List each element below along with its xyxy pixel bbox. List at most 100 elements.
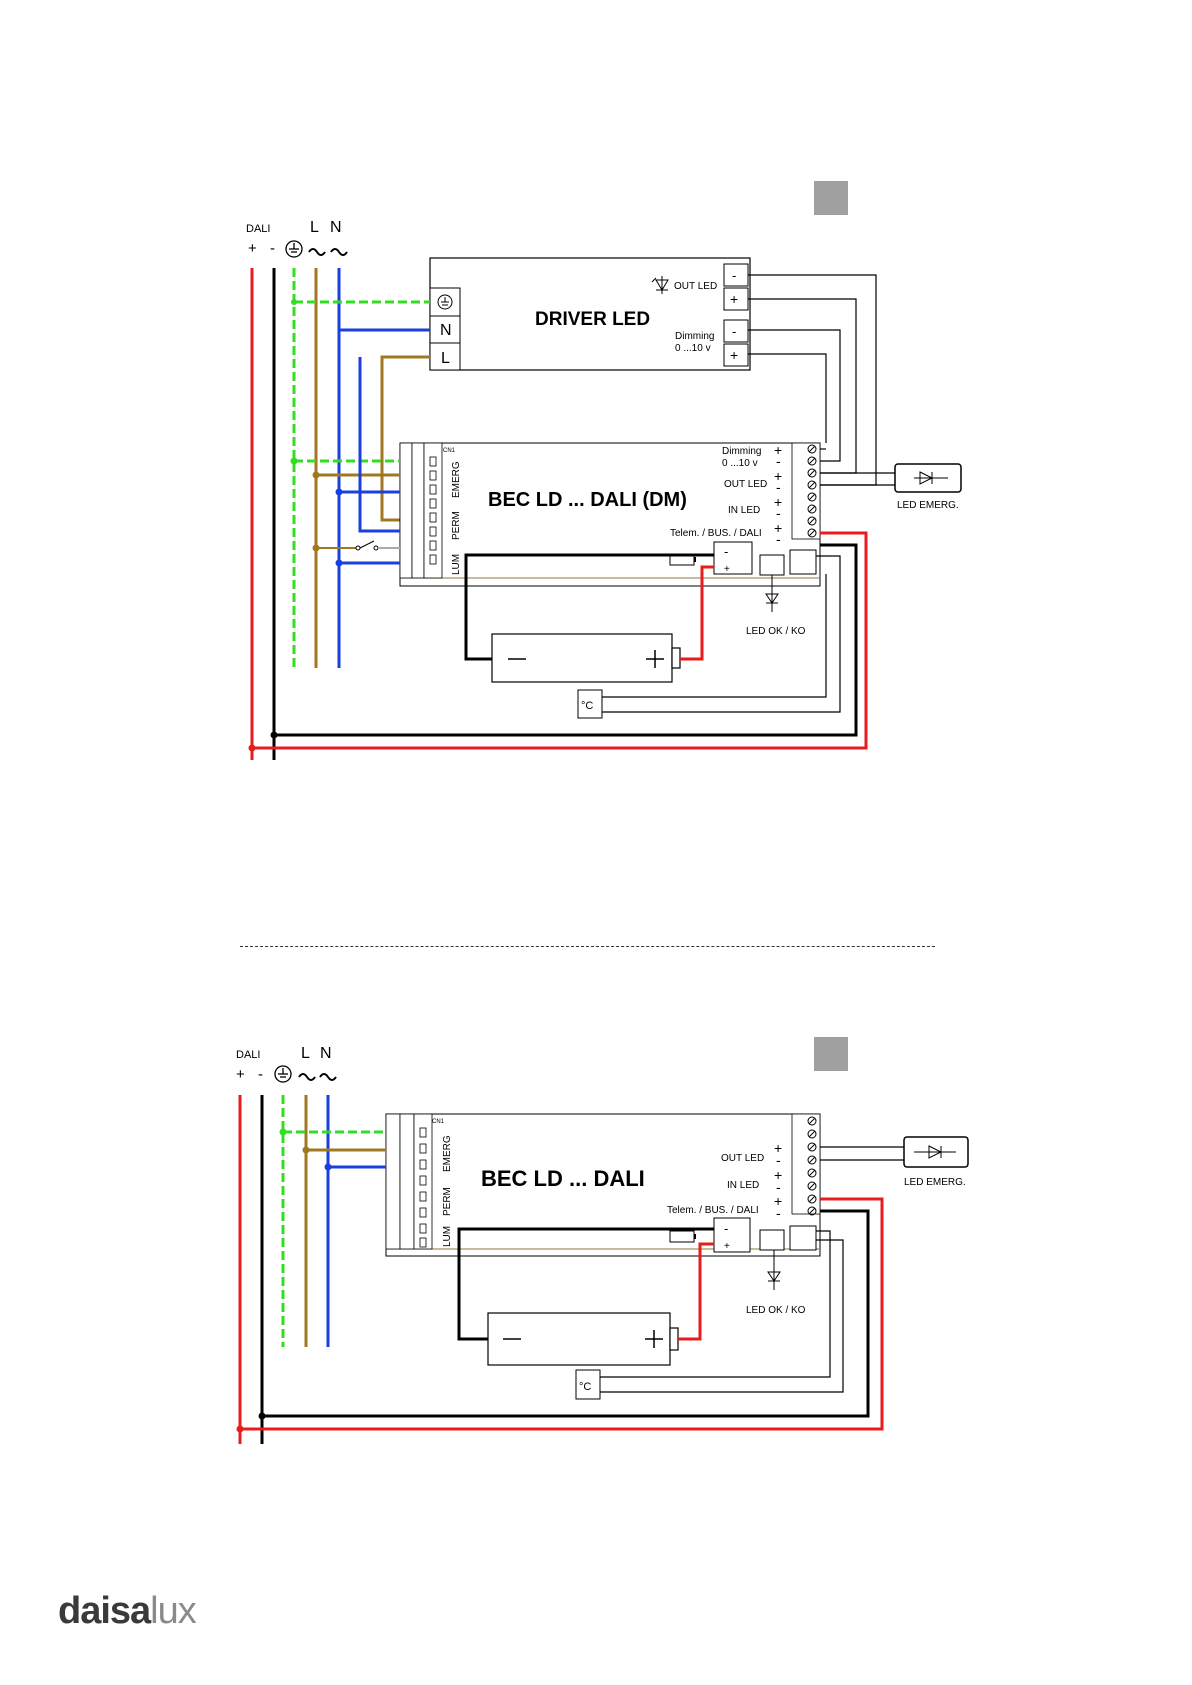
diagram-driver-led: DALI + - L N DRIVER LED N L [246, 181, 962, 760]
svg-text:+: + [774, 468, 782, 484]
svg-text:+: + [774, 1167, 782, 1183]
svg-text:-: - [776, 1152, 781, 1168]
perm-label-2: PERM [442, 1187, 453, 1216]
driver-n-terminal [429, 315, 461, 344]
lum-label-2: LUM [442, 1226, 453, 1247]
temp-sensor-2 [575, 1369, 601, 1400]
dali-minus-label-2: - [258, 1066, 263, 1083]
svg-text:-: - [776, 505, 781, 521]
svg-text:+: + [774, 494, 782, 510]
switch-icon [355, 540, 379, 551]
grey-marker-2 [814, 1037, 848, 1071]
ac-symbol-n-icon [330, 248, 348, 256]
driver-out-minus-label: - [732, 268, 736, 283]
battery-connector [713, 541, 753, 575]
cn1-label: CN1 [443, 448, 456, 454]
bec-telem-label: Telem. / BUS. / DALI [670, 528, 762, 539]
l-label-2: L [301, 1045, 310, 1062]
driver-out-led-label: OUT LED [674, 281, 717, 292]
driver-l-terminal [429, 342, 461, 371]
dali-label-2: DALI [236, 1049, 260, 1061]
svg-text:+: + [774, 1140, 782, 1156]
logo-part2: lux [150, 1590, 197, 1632]
svg-text:-: - [776, 479, 781, 495]
driver-l-label: L [441, 350, 450, 367]
dali-plus-label-2: + [236, 1066, 245, 1083]
svg-text:+: + [724, 564, 730, 575]
bec-title-2: BEC LD ... DALI [481, 1166, 645, 1191]
driver-dim-plus-label: + [730, 347, 738, 363]
led-diode-icon [651, 276, 669, 294]
bec-out-led-label-2: OUT LED [721, 1153, 764, 1164]
led-ok-ko-label: LED OK / KO [746, 626, 806, 637]
dali-plus-loop-wire [252, 531, 868, 750]
n-label: N [330, 219, 342, 236]
led-ok-connector [759, 554, 785, 576]
left-connector-terminals [429, 456, 437, 565]
battery-pack [491, 633, 681, 683]
section-separator [240, 946, 935, 947]
svg-text:-: - [776, 1205, 781, 1221]
n-label-2: N [320, 1045, 332, 1062]
driver-dim-plus-terminal [723, 343, 749, 367]
driver-earth-icon [437, 294, 453, 310]
dali-minus-loop-wire [274, 543, 858, 737]
earth-symbol-icon [285, 240, 303, 258]
temp-sensor [577, 689, 603, 719]
right-terminal-block-2 [791, 1113, 821, 1216]
battery-pack-2 [487, 1312, 679, 1366]
left-connector-terminals-2 [419, 1127, 427, 1248]
bec-out-led-label: OUT LED [724, 479, 767, 490]
bec-in-led-label: IN LED [728, 505, 760, 516]
temp-connector-2 [789, 1225, 817, 1251]
bec-dimming-label-2: 0 ...10 v [722, 458, 758, 469]
led-ok-connector-2 [759, 1229, 785, 1251]
led-emerg-label: LED EMERG. [897, 500, 959, 511]
led-ok-ko-icon [765, 575, 779, 612]
dali-plus-label: + [248, 240, 257, 257]
diagram-bec-dali: DALI + - L N BEC LD ... DALI [236, 1037, 969, 1444]
driver-dimming-label-1: Dimming [675, 331, 714, 342]
ac-symbol-l-icon-2 [298, 1073, 316, 1081]
cn1-label-2: CN1 [432, 1119, 445, 1125]
l-label: L [310, 219, 319, 236]
svg-text:-: - [776, 531, 781, 547]
temp-label-2: °C [579, 1381, 591, 1393]
driver-n-label: N [440, 322, 452, 339]
driver-led-title: DRIVER LED [535, 309, 650, 330]
lum-label: LUM [451, 554, 462, 575]
emerg-label: EMERG [451, 461, 462, 498]
ac-symbol-l-icon [308, 248, 326, 256]
daisalux-logo: daisalux [58, 1590, 197, 1633]
bec-title: BEC LD ... DALI (DM) [488, 489, 687, 511]
bec-dimming-label-1: Dimming [722, 446, 761, 457]
logo-part1: daisa [58, 1590, 151, 1632]
battery-minus-wire [464, 553, 714, 661]
driver-dim-minus-terminal [723, 319, 749, 343]
battery-plus-wire [680, 565, 714, 661]
ac-symbol-n-icon-2 [319, 1073, 337, 1081]
svg-text:+: + [774, 1193, 782, 1209]
perm-label: PERM [451, 511, 462, 540]
svg-text:-: - [776, 453, 781, 469]
led-emerg-label-2: LED EMERG. [904, 1177, 966, 1188]
led-ok-ko-icon-2 [767, 1250, 781, 1290]
battery-symbol-icon-2 [669, 1230, 696, 1243]
svg-text:+: + [774, 520, 782, 536]
temp-label: °C [581, 700, 593, 712]
led-emerg-icon-2 [914, 1145, 956, 1159]
svg-text:+: + [774, 442, 782, 458]
battery-connector-2 [713, 1217, 751, 1253]
earth-symbol-icon-2 [274, 1065, 292, 1083]
svg-text:+: + [724, 1241, 730, 1252]
driver-out-plus-label: + [730, 291, 738, 307]
right-terminal-block [791, 442, 821, 540]
led-ok-ko-label-2: LED OK / KO [746, 1305, 806, 1316]
driver-dim-minus-label: - [732, 324, 736, 339]
grey-marker [814, 181, 848, 215]
bec-in-led-label-2: IN LED [727, 1180, 759, 1191]
svg-text:-: - [776, 1179, 781, 1195]
svg-text:-: - [724, 1221, 728, 1236]
led-emerg-icon [914, 471, 948, 485]
